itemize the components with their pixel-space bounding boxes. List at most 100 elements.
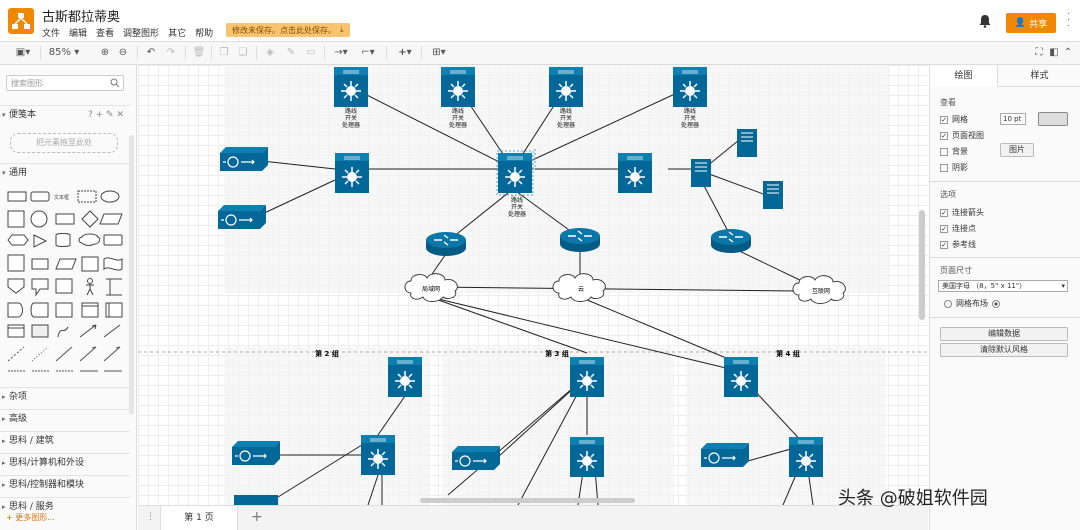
to-front-icon[interactable]: ❐ <box>219 47 229 58</box>
grid-checkbox[interactable]: ✓网格 <box>940 114 968 125</box>
diagram-canvas[interactable]: 路线开关处理器 路线开关处理器 路线开关处理器 路线开关处理器 路线开关处理器 … <box>138 65 928 505</box>
notification-bell-icon[interactable] <box>978 14 992 28</box>
checkbox-checked[interactable]: ✓ <box>940 115 948 124</box>
edit-data-button[interactable]: 编辑数据 <box>940 327 1068 341</box>
switch-right[interactable] <box>617 152 653 194</box>
device-g2-partial[interactable] <box>234 495 278 505</box>
router-3[interactable] <box>710 228 752 254</box>
line-color-icon[interactable]: ✎ <box>286 47 296 58</box>
search-icon[interactable] <box>110 78 120 88</box>
add-page-icon[interactable]: + <box>251 509 263 525</box>
menu-help[interactable]: 帮助 <box>195 29 214 39</box>
background-image-button[interactable]: 图片 <box>1000 143 1034 157</box>
delete-icon[interactable]: 🗑 <box>192 47 206 58</box>
server-device-1[interactable] <box>736 128 758 158</box>
general-shapes-header[interactable]: ▾ 通用 <box>0 163 130 181</box>
connection-style-icon[interactable]: →▾ <box>334 47 348 58</box>
switch-top-2[interactable] <box>440 66 476 108</box>
switch-g4-bottom[interactable] <box>788 436 824 478</box>
file-server-1[interactable] <box>217 204 267 230</box>
server-device-2[interactable] <box>762 180 784 210</box>
page-menu-icon[interactable]: ⋮ <box>146 512 155 522</box>
scratchpad-tools[interactable]: ? + ✎ ✕ <box>88 110 124 120</box>
sidebar-scrollbar[interactable] <box>129 135 134 415</box>
switch-core[interactable] <box>497 152 533 194</box>
checkbox-checked[interactable]: ✓ <box>940 208 948 217</box>
checkbox-checked[interactable]: ✓ <box>940 224 948 233</box>
more-options-icon[interactable]: ··· <box>1067 9 1071 32</box>
checkbox-unchecked[interactable] <box>940 147 948 156</box>
shadow-icon[interactable]: ▭ <box>306 47 316 58</box>
scratchpad-header[interactable]: ▾ 便笺本 ? + ✎ ✕ <box>0 105 130 123</box>
document-title[interactable]: 古斯都拉蒂奥 <box>42 10 121 25</box>
media-converter-g3[interactable] <box>451 445 501 471</box>
more-shapes-link[interactable]: + 更多图形... <box>6 513 55 522</box>
connection-points-checkbox[interactable]: ✓连接点 <box>940 223 976 234</box>
switch-g2-top[interactable] <box>387 356 423 398</box>
media-converter-1[interactable] <box>219 146 269 172</box>
group-3-panel[interactable] <box>442 347 674 505</box>
menu-view[interactable]: 查看 <box>96 29 115 39</box>
waypoints-icon[interactable]: ⌐▾ <box>361 47 375 58</box>
page-view-checkbox[interactable]: ✓页面视图 <box>940 130 984 141</box>
undo-icon[interactable]: ↶ <box>146 47 156 58</box>
grid-color-button[interactable] <box>1038 112 1068 126</box>
collapse-icon[interactable]: ⌃ <box>1063 47 1073 58</box>
sidebar-section-cisco-computers[interactable]: ▸思科/计算机和外设 <box>0 453 130 471</box>
zoom-dropdown[interactable]: 85% ▾ <box>48 47 80 58</box>
switch-g3-top[interactable] <box>569 356 605 398</box>
insert-icon[interactable]: +▾ <box>398 47 412 58</box>
group-4-panel[interactable] <box>686 347 886 505</box>
sidebar-section-misc[interactable]: ▸杂项 <box>0 387 130 405</box>
fill-color-icon[interactable]: ◈ <box>266 47 274 58</box>
to-back-icon[interactable]: ❏ <box>238 47 248 58</box>
sidebar-section-cisco-services[interactable]: ▸思科 / 服务 <box>0 497 130 515</box>
paper-size-select[interactable]: 美国字母 （8，5" x 11"） ▾ <box>938 280 1068 292</box>
menu-arrange[interactable]: 调整图形 <box>123 29 160 39</box>
fullscreen-icon[interactable]: ⛶ <box>1035 47 1043 58</box>
connection-arrows-checkbox[interactable]: ✓连接箭头 <box>940 207 984 218</box>
scratchpad-drop-zone[interactable]: 把元素拖至此处 <box>10 133 118 153</box>
view-panel-icon[interactable]: ▣▾ <box>15 47 31 58</box>
switch-left[interactable] <box>334 152 370 194</box>
checkbox-unchecked[interactable] <box>940 163 948 172</box>
switch-top-3[interactable] <box>548 66 584 108</box>
grid-size-input[interactable]: 10 pt <box>1000 113 1026 125</box>
switch-top-4[interactable] <box>672 66 708 108</box>
shadow-checkbox[interactable]: 阴影 <box>940 162 968 173</box>
tab-diagram[interactable]: 绘图 <box>930 65 998 87</box>
zoom-out-icon[interactable]: ⊖ <box>118 47 128 58</box>
table-icon[interactable]: ⊞▾ <box>432 47 446 58</box>
router-2[interactable] <box>559 227 601 253</box>
switch-g2-bottom[interactable] <box>360 434 396 476</box>
format-panel-icon[interactable]: ◧ <box>1049 47 1059 58</box>
firewall-device[interactable] <box>690 158 712 188</box>
menu-edit[interactable]: 编辑 <box>69 29 88 39</box>
sidebar-section-cisco-controllers[interactable]: ▸思科/控制器和模块 <box>0 475 130 493</box>
media-converter-g4[interactable] <box>700 442 750 468</box>
sidebar-section-advanced[interactable]: ▸高级 <box>0 409 130 427</box>
switch-top-1[interactable] <box>333 66 369 108</box>
landscape-radio[interactable] <box>992 299 1000 308</box>
canvas-vertical-scrollbar[interactable] <box>919 210 925 320</box>
background-checkbox[interactable]: 背景 <box>940 146 968 157</box>
connection-lines[interactable] <box>258 86 814 505</box>
shape-search-input[interactable]: 搜索图形 <box>6 75 124 91</box>
menu-file[interactable]: 文件 <box>42 29 61 39</box>
clear-default-style-button[interactable]: 清除默认风格 <box>940 343 1068 357</box>
portrait-radio[interactable] <box>944 299 952 308</box>
switch-g3-bottom[interactable] <box>569 436 605 478</box>
checkbox-checked[interactable]: ✓ <box>940 131 948 140</box>
sidebar-section-cisco-buildings[interactable]: ▸思科 / 建筑 <box>0 431 130 449</box>
checkbox-checked[interactable]: ✓ <box>940 240 948 249</box>
media-converter-g2[interactable] <box>231 440 281 466</box>
menu-extras[interactable]: 其它 <box>168 29 187 39</box>
share-button[interactable]: 👤 共享 <box>1006 13 1056 33</box>
router-1[interactable] <box>425 231 467 257</box>
tab-style[interactable]: 样式 <box>998 65 1080 87</box>
page-tab-1[interactable]: 第 1 页 <box>160 506 238 530</box>
switch-g4-top[interactable] <box>723 356 759 398</box>
zoom-in-icon[interactable]: ⊕ <box>100 47 110 58</box>
unsaved-changes-notice[interactable]: 修改未保存。点击此处保存。 ⤓ <box>226 23 350 37</box>
